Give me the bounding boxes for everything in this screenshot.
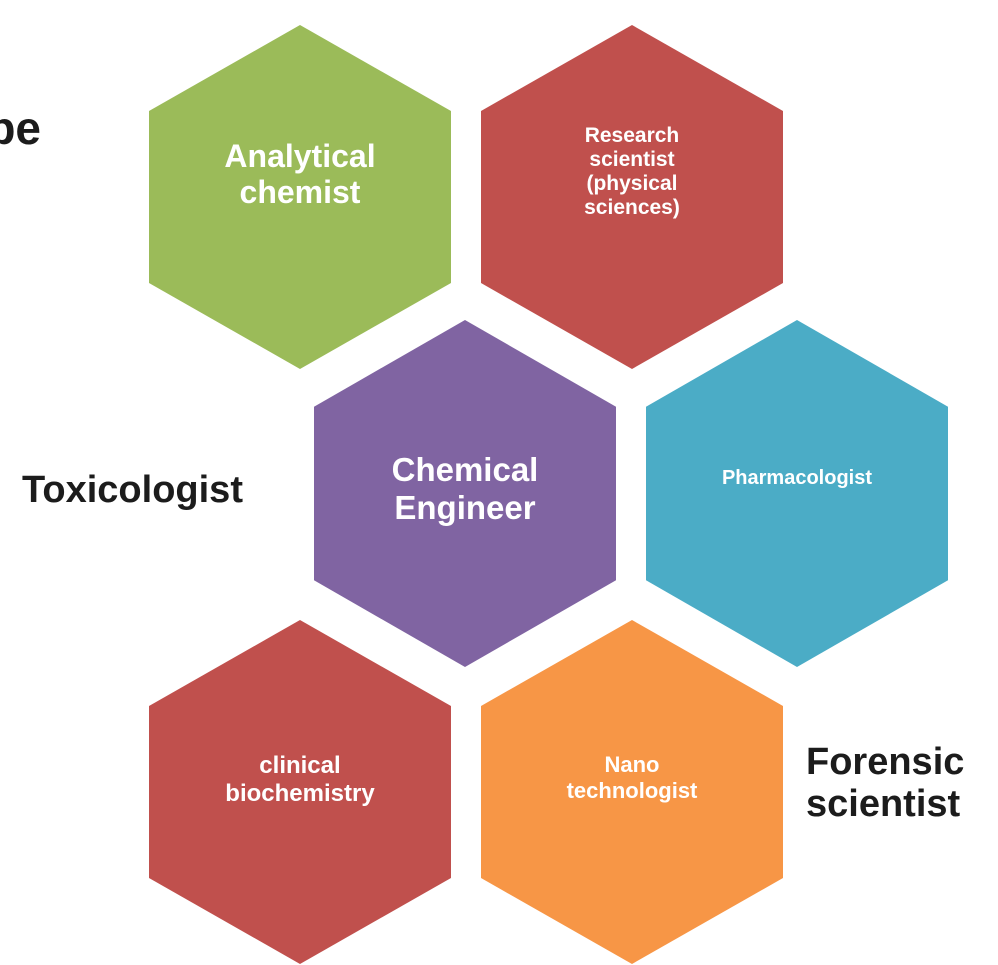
hexagon-chemical-engineer: Chemical Engineer — [314, 320, 616, 667]
partial-heading-text: pe — [0, 102, 41, 154]
hexagon-analytical-chemist: Analytical chemist — [149, 25, 451, 369]
hexagon-nano-technologist: Nano technologist — [481, 620, 783, 964]
hexagon-research-scientist-label: Research scientist (physical sciences) — [584, 124, 680, 219]
hexagon-pharmacologist-label: Pharmacologist — [721, 466, 873, 489]
toxicologist-label: Toxicologist — [22, 469, 243, 511]
hexagon-clinical-biochemistry: clinical biochemistry — [149, 620, 451, 964]
forensic-scientist-label: Forensic scientist — [806, 741, 965, 825]
hexagon-analytical-chemist-label: Analytical chemist — [224, 138, 376, 210]
hexagon-pharmacologist: Pharmacologist — [646, 320, 948, 667]
hexagon-nano-technologist-label: Nano technologist — [566, 752, 698, 803]
hexagon-research-scientist: Research scientist (physical sciences) — [481, 25, 783, 369]
hexagon-clinical-biochemistry-label: clinical biochemistry — [225, 752, 375, 807]
partial-heading: pe — [0, 50, 41, 154]
hexagon-chemical-engineer-label: Chemical Engineer — [391, 450, 539, 526]
